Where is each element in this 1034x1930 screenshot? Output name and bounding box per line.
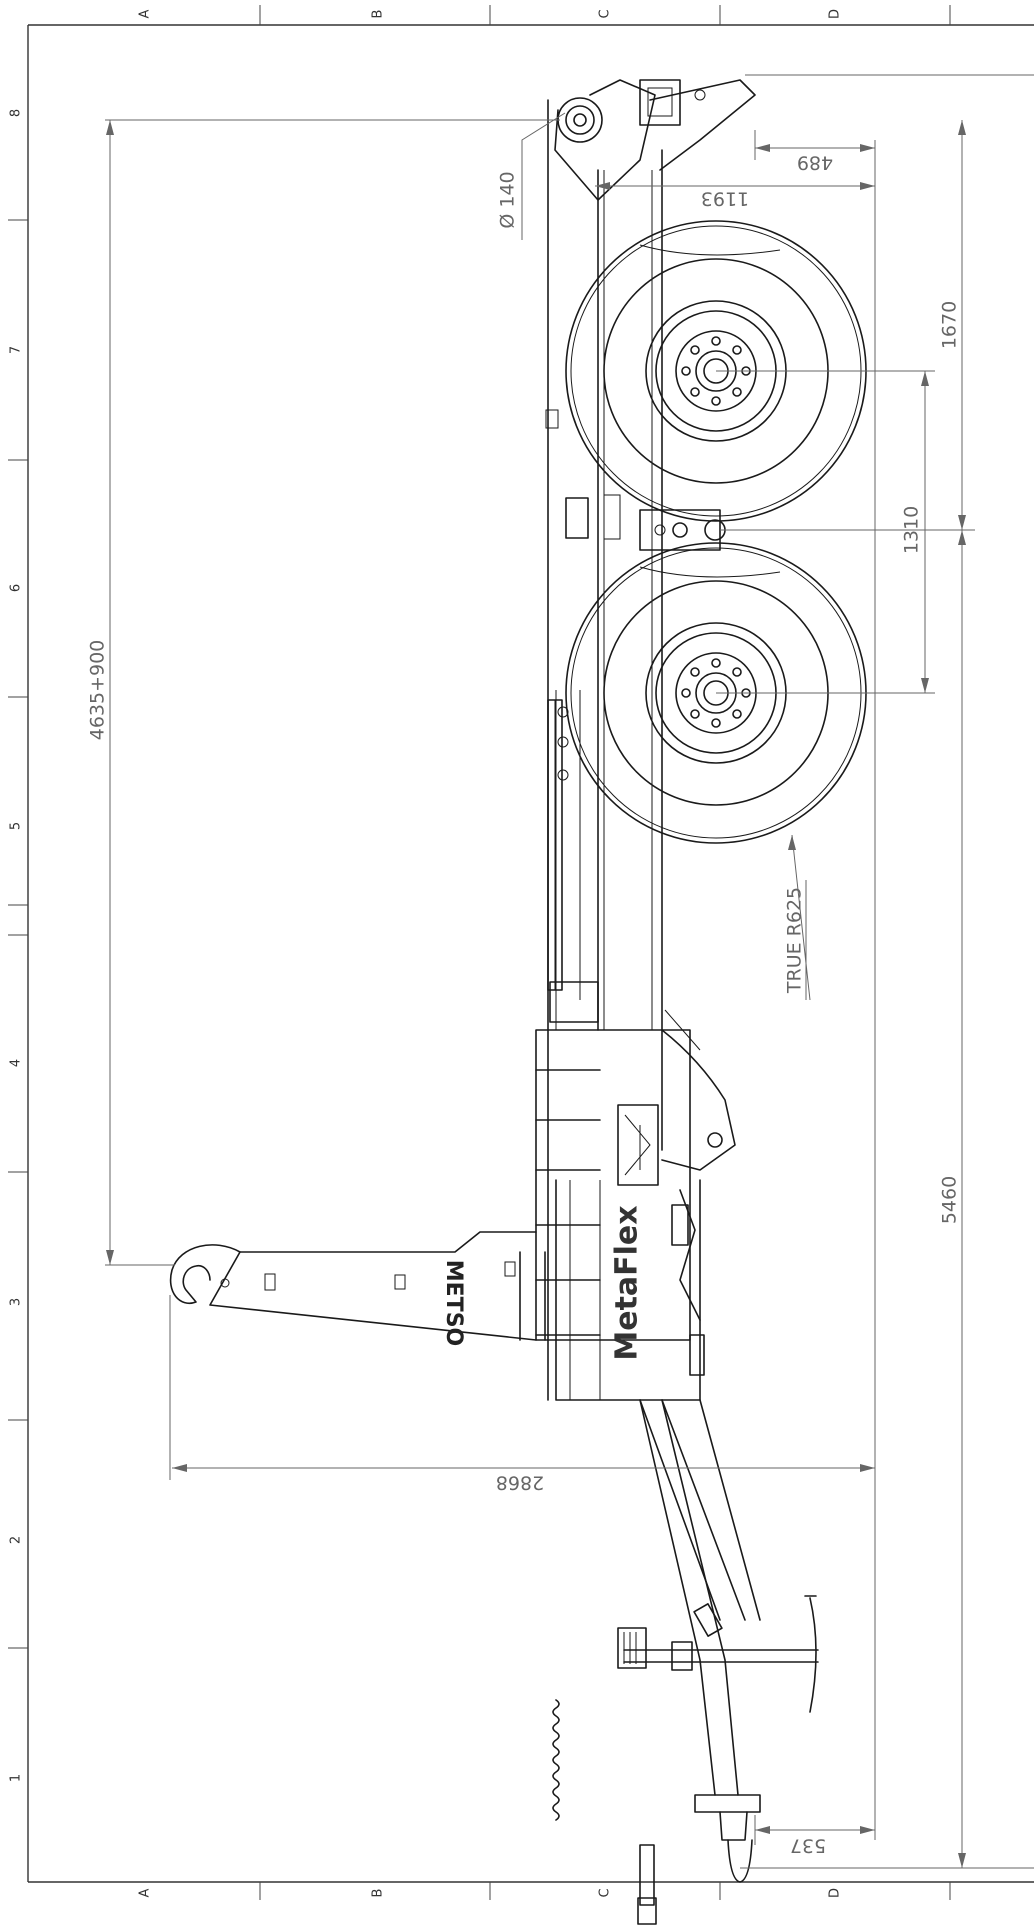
dim-5460: 5460 bbox=[740, 530, 1034, 1868]
zone-number-3: 3 bbox=[9, 1298, 24, 1306]
dim-1193: 1193 bbox=[595, 182, 875, 210]
rear-roller-bracket bbox=[555, 80, 755, 200]
zone-letter-b-top: B bbox=[371, 10, 386, 19]
drawbar bbox=[640, 1400, 760, 1882]
rear-light-box bbox=[640, 80, 680, 125]
dim-1193-text: 1193 bbox=[701, 188, 749, 210]
zone-letter-b-bottom: B bbox=[371, 1889, 386, 1898]
zone-numbers-left: 1 2 3 4 5 6 7 8 bbox=[9, 109, 24, 1782]
dim-1670: 1670 bbox=[745, 75, 1034, 530]
dim-537-text: 537 bbox=[790, 1835, 826, 1857]
dim-4635-900: 4635+900 bbox=[87, 120, 561, 1265]
zone-number-4: 4 bbox=[9, 1059, 24, 1067]
zone-letter-a-top: A bbox=[138, 9, 153, 18]
zone-number-2: 2 bbox=[9, 1536, 24, 1544]
dim-489-text: 489 bbox=[797, 152, 833, 174]
warning-label-plate bbox=[618, 1105, 658, 1185]
dim-489: 489 bbox=[755, 130, 875, 174]
dim-1670-text: 1670 bbox=[939, 301, 961, 349]
dim-true-r625-text: TRUE R625 bbox=[784, 887, 806, 994]
dim-5460-text: 5460 bbox=[939, 1176, 961, 1224]
drawing-frame bbox=[8, 5, 1034, 1900]
lifting-arm bbox=[171, 1232, 545, 1340]
zone-letter-c-bottom: C bbox=[598, 1888, 613, 1897]
hitch-connector bbox=[638, 1845, 656, 1924]
dim-537: 537 bbox=[755, 1815, 875, 1857]
metso-logo: METSO bbox=[441, 1260, 466, 1346]
zone-number-8: 8 bbox=[9, 109, 24, 117]
spare-coil bbox=[553, 1700, 559, 1820]
rear-roller bbox=[558, 98, 602, 142]
dimensions: 4635+900 Ø 140 1193 489 1670 bbox=[87, 75, 1034, 1868]
dim-2868: 2868 bbox=[170, 1295, 875, 1494]
zone-number-1: 1 bbox=[9, 1774, 24, 1782]
hydraulic-cylinder bbox=[548, 700, 568, 990]
zone-letter-d-bottom: D bbox=[828, 1888, 843, 1898]
dim-2868-text: 2868 bbox=[496, 1472, 544, 1494]
dim-diameter-140: Ø 140 bbox=[497, 113, 566, 240]
dim-true-r625: TRUE R625 bbox=[784, 835, 811, 1000]
zone-letter-c-top: C bbox=[598, 9, 613, 18]
dim-diameter-140-text: Ø 140 bbox=[497, 171, 519, 228]
dim-4635-900-text: 4635+900 bbox=[87, 640, 109, 741]
lifting-hook bbox=[171, 1245, 240, 1303]
metaflex-logo: MetaFlex bbox=[610, 1205, 645, 1360]
zone-number-6: 6 bbox=[9, 584, 24, 592]
zone-letter-a-bottom: A bbox=[138, 1888, 153, 1897]
dim-1310: 1310 bbox=[716, 371, 935, 693]
zone-number-5: 5 bbox=[9, 822, 24, 830]
zone-letter-d-top: D bbox=[828, 9, 843, 19]
trailer-drawing: MetaFlex METSO bbox=[171, 80, 866, 1924]
zone-number-7: 7 bbox=[9, 346, 24, 354]
chassis-beam bbox=[546, 100, 662, 1400]
